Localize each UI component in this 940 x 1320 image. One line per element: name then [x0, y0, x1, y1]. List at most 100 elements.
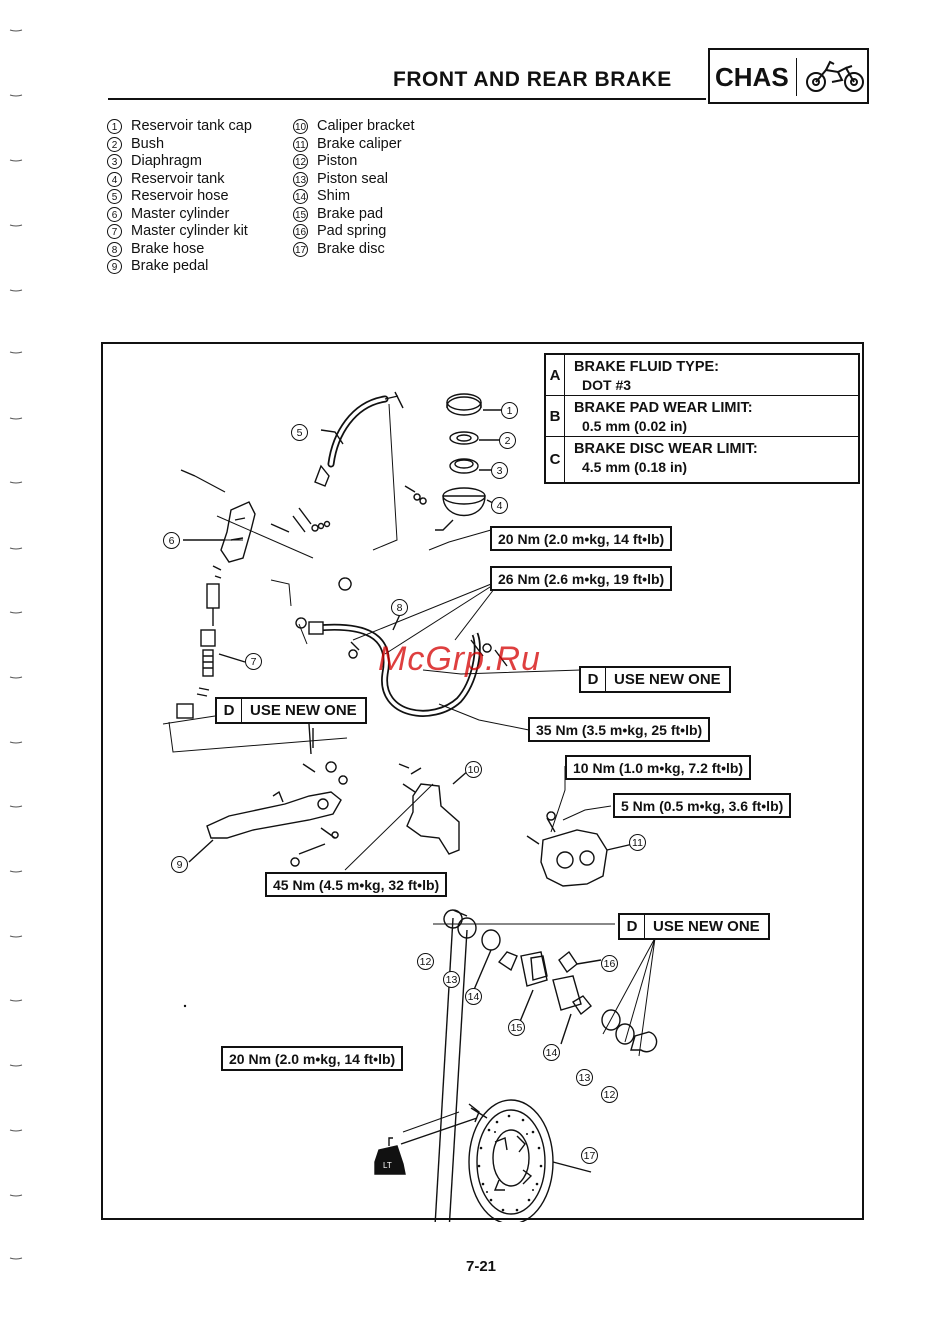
legend-number: 8	[107, 241, 122, 257]
motorcycle-icon	[806, 60, 864, 92]
callout-17: 17	[581, 1147, 598, 1164]
binding-edge-marks	[9, 29, 23, 1260]
brake-pedal	[206, 791, 342, 839]
reservoir-hose	[327, 395, 389, 468]
legend-label: Shim	[317, 188, 351, 204]
spec-label: BRAKE DISC WEAR LIMIT:	[574, 441, 758, 457]
legend-item: 1 Reservoir tank cap	[107, 118, 252, 136]
legend-number: 7	[107, 224, 122, 240]
legend-number: 9	[107, 259, 122, 275]
callout-5: 5	[291, 424, 308, 441]
callout-12a: 12	[417, 953, 434, 970]
legend-item: 14 Shim	[293, 188, 415, 206]
legend-label: Brake disc	[317, 240, 385, 257]
use-new-text: USE NEW ONE	[614, 671, 721, 688]
page-number: 7-21	[466, 1258, 497, 1275]
callout-14a: 14	[465, 988, 482, 1005]
watermark: McGrp.Ru	[378, 640, 541, 678]
header-rule	[108, 98, 706, 100]
brake-disc	[468, 1099, 554, 1222]
callout-8: 8	[391, 599, 408, 616]
legend-label: Reservoir tank cap	[131, 118, 252, 134]
page-title: FRONT AND REAR BRAKE	[393, 68, 672, 91]
spec-row: A BRAKE FLUID TYPE: DOT #3	[546, 355, 858, 396]
use-new-one-3: D USE NEW ONE	[618, 913, 770, 940]
legend-item: 5 Reservoir hose	[107, 188, 252, 206]
legend-number: 11	[293, 136, 308, 152]
callout-4: 4	[491, 497, 508, 514]
brake-pad-left	[520, 951, 548, 987]
use-new-text: USE NEW ONE	[653, 918, 760, 935]
legend-label: Piston seal	[317, 170, 388, 187]
legend-label: Caliper bracket	[317, 118, 415, 134]
callout-15: 15	[508, 1019, 525, 1036]
legend-number: 15	[293, 206, 308, 222]
legend-number: 14	[293, 189, 308, 205]
parts-drawing: LT	[162, 391, 658, 1222]
brake-pad-right	[552, 975, 582, 1011]
use-new-letter: D	[581, 668, 606, 691]
callout-13a: 13	[443, 971, 460, 988]
piston-right	[630, 1031, 658, 1053]
spec-label: BRAKE FLUID TYPE:	[574, 359, 719, 375]
reservoir-tank-cap	[446, 396, 482, 416]
spec-value: DOT #3	[582, 377, 632, 393]
master-cylinder-body	[220, 501, 256, 563]
legend-number: 5	[107, 189, 122, 205]
use-new-letter: D	[620, 915, 645, 938]
legend-number: 2	[107, 136, 122, 152]
legend-label: Master cylinder kit	[131, 223, 248, 239]
use-new-letter: D	[217, 699, 242, 722]
spec-letter: C	[546, 437, 565, 482]
use-new-text: USE NEW ONE	[250, 702, 357, 719]
callout-3: 3	[491, 462, 508, 479]
bush	[449, 431, 479, 445]
callout-13b: 13	[576, 1069, 593, 1086]
legend-label: Reservoir tank	[131, 170, 225, 187]
callout-2: 2	[499, 432, 516, 449]
spec-letter: A	[546, 355, 565, 395]
legend-label: Piston	[317, 153, 358, 169]
legend-item: 9 Brake pedal	[107, 258, 252, 276]
legend-item: 8 Brake hose	[107, 241, 252, 259]
torque-spec-2: 26 Nm (2.6 m•kg, 19 ft•lb)	[490, 566, 673, 591]
caliper-bracket	[406, 783, 460, 855]
spec-label: BRAKE PAD WEAR LIMIT:	[574, 400, 753, 416]
spec-row: C BRAKE DISC WEAR LIMIT: 4.5 mm (0.18 in)	[546, 437, 858, 482]
legend-label: Reservoir hose	[131, 188, 229, 204]
legend-label: Brake pedal	[131, 258, 209, 274]
spec-value: 4.5 mm (0.18 in)	[582, 459, 688, 475]
diaphragm	[449, 458, 479, 474]
section-code: CHAS	[715, 62, 789, 92]
use-new-one-1: D USE NEW ONE	[579, 666, 731, 693]
torque-spec-5: 5 Nm (0.5 m•kg, 3.6 ft•lb)	[613, 793, 792, 818]
legend-item: 7 Master cylinder kit	[107, 223, 252, 241]
legend-number: 3	[107, 154, 122, 170]
legend-label: Brake hose	[131, 240, 205, 257]
callout-12b: 12	[601, 1086, 618, 1103]
torque-spec-6: 45 Nm (4.5 m•kg, 32 ft•lb)	[265, 872, 448, 897]
reservoir-tank	[442, 495, 486, 517]
brake-caliper	[540, 829, 608, 887]
callout-11: 11	[629, 834, 646, 851]
section-badge: CHAS	[708, 48, 869, 104]
callout-10: 10	[465, 761, 482, 778]
callout-1: 1	[501, 402, 518, 419]
legend-label: Pad spring	[317, 223, 387, 239]
legend-number: 1	[107, 119, 122, 135]
callout-9: 9	[171, 856, 188, 873]
torque-spec-4: 10 Nm (1.0 m•kg, 7.2 ft•lb)	[565, 755, 752, 780]
legend-label: Master cylinder	[131, 205, 230, 222]
